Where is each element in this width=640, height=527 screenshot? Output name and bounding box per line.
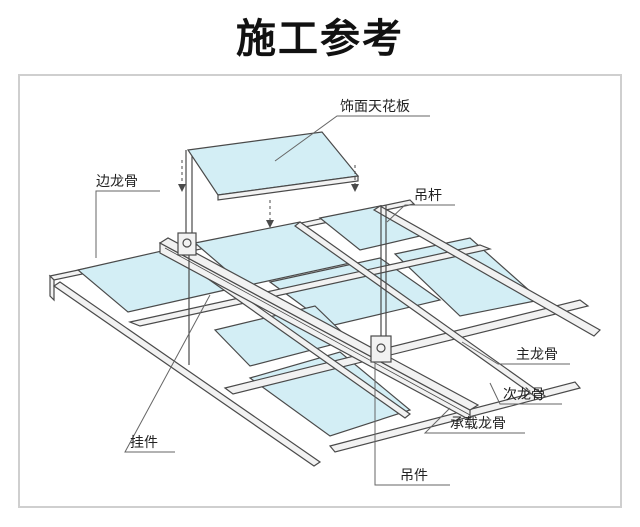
suspension-bolt-2 xyxy=(376,343,386,353)
drop-arrowhead xyxy=(178,184,186,192)
label-suspension-piece: 吊件 xyxy=(400,468,428,484)
label-main-keel: 主龙骨 xyxy=(516,347,558,363)
leader-lines xyxy=(95,115,570,486)
edge-keel-face xyxy=(49,274,55,302)
main-keel xyxy=(328,381,582,453)
label-hanger-rod: 吊杆 xyxy=(414,188,442,204)
leader-suspension-piece xyxy=(374,362,450,486)
secondary-keel xyxy=(294,221,546,401)
carrying-keel-top xyxy=(158,237,480,411)
suspension-bolt-1 xyxy=(182,238,192,248)
hanger-rods xyxy=(177,150,392,365)
drop-arrowhead xyxy=(351,184,359,192)
secondary-keel xyxy=(52,281,322,467)
label-edge-keel: 边龙骨 xyxy=(96,174,138,190)
label-ceiling-panel: 饰面天花板 xyxy=(340,99,410,115)
ceiling-panel-face xyxy=(186,131,360,196)
label-secondary-keel: 次龙骨 xyxy=(503,387,545,403)
secondary-keel xyxy=(372,205,601,337)
leader-edge-keel xyxy=(95,190,160,258)
leader-hanger-rod xyxy=(386,204,455,223)
label-hanger-clip: 挂件 xyxy=(130,435,158,451)
ceiling-grid xyxy=(48,199,601,467)
leader-carrying-keel xyxy=(423,407,525,434)
leader-hanger-clip xyxy=(124,294,211,453)
leader-main-keel xyxy=(461,341,570,365)
labels: 饰面天花板 边龙骨 吊杆 主龙骨 次龙骨 承载龙骨 挂件 吊件 xyxy=(96,99,558,484)
label-carrying-keel: 承载龙骨 xyxy=(450,416,506,432)
ceiling-panel-edge xyxy=(217,175,359,201)
page-title: 施工参考 xyxy=(236,16,404,62)
drop-arrowhead xyxy=(266,220,274,228)
leader-secondary-keel xyxy=(489,382,562,405)
carrying-keel-edge xyxy=(164,247,471,416)
ceiling-panel xyxy=(178,131,360,228)
leader-ceiling-panel xyxy=(274,115,430,162)
main-keel xyxy=(223,299,590,395)
